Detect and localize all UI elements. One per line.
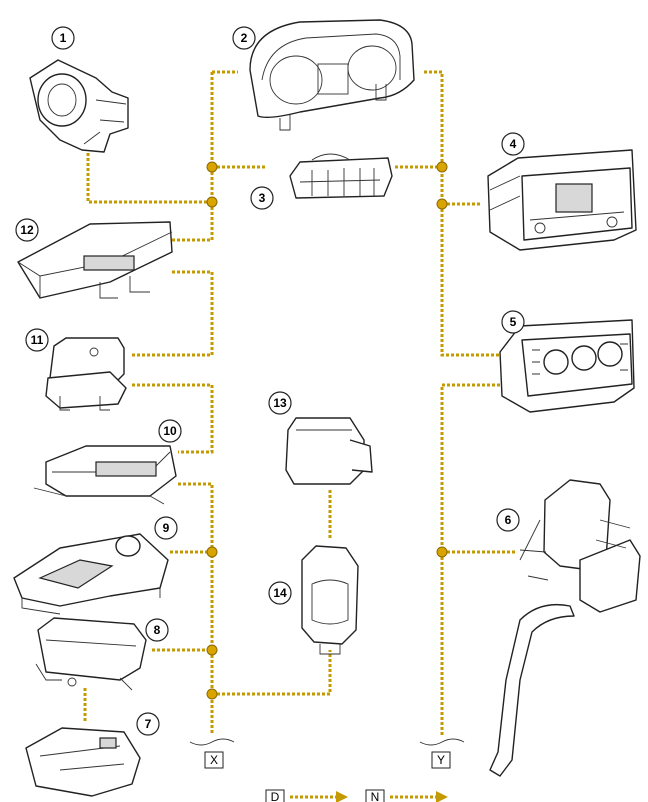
callout-12: 12 [15,218,39,242]
callout-1-label: 1 [60,31,67,45]
component-9-gear-selector [13,533,169,615]
bus-terminal-y: Y [431,751,451,769]
bus-link-12b-11 [132,270,214,357]
junction-dot [206,644,218,656]
junction-dot [436,546,448,558]
component-11-switch-pack [45,337,127,411]
callout-6: 6 [496,508,520,532]
callout-11-label: 11 [31,333,44,347]
bus-right-lower [440,383,500,735]
legend-box-d: D [265,789,285,802]
callout-1: 1 [51,26,75,50]
bus-wiring [83,70,515,735]
callout-5-label: 5 [510,315,517,329]
callout-7-label: 7 [145,717,152,731]
legend-arrow-n-head [436,791,448,802]
callout-11: 11 [25,328,49,352]
component-7-airbag-module [25,727,141,797]
callout-2-label: 2 [241,31,248,45]
callout-13: 13 [268,391,292,415]
break-mark-right [419,738,465,746]
junction-dot [206,546,218,558]
component-8-restraints-module [35,617,147,691]
callout-9-label: 9 [163,521,170,535]
callout-10: 10 [158,419,182,443]
component-12-body-module [17,221,173,299]
component-13-sensor-module [285,417,373,485]
component-6-module-harness [489,479,641,777]
bus-lower-left-trunk [178,482,214,735]
component-2-instrument-cluster [249,19,415,131]
legend-box-n-label: N [371,790,380,802]
break-mark-left [189,738,235,746]
bus-link-11-10 [132,383,214,454]
component-5-climate-panel [499,319,635,413]
bus-terminal-x: X [204,751,224,769]
callout-7: 7 [136,712,160,736]
component-10-control-module [33,445,177,505]
junction-dot [206,688,218,700]
callout-10-label: 10 [163,424,177,438]
bus-right-trunk [424,70,500,357]
callout-2: 2 [232,26,256,50]
legend-box-d-label: D [271,790,280,802]
legend: D N [265,789,448,802]
callout-13-label: 13 [273,396,287,410]
component-4-audio-unit [487,149,637,251]
junction-dot [206,161,218,173]
callout-6-label: 6 [505,513,512,527]
callout-14: 14 [268,581,292,605]
bus-link-14 [212,650,332,696]
callout-3: 3 [250,186,274,210]
junction-dot [206,196,218,208]
callout-4: 4 [501,132,525,156]
callout-8: 8 [145,618,169,642]
bus-junctions [206,161,448,700]
break-marks [189,738,465,746]
legend-box-n: N [365,789,385,802]
callout-3-label: 3 [259,191,266,205]
component-1-rotary-coupler [29,59,129,153]
callout-9: 9 [154,516,178,540]
junction-dot [436,198,448,210]
callout-4-label: 4 [510,137,517,151]
callout-8-label: 8 [154,623,161,637]
bus-link-1 [86,148,212,204]
callout-12-label: 12 [20,223,34,237]
junction-dot [436,161,448,173]
component-14-control-unit [301,545,359,655]
bus-terminal-x-label: X [210,753,218,767]
bus-terminal-y-label: Y [437,753,445,767]
legend-arrow-d-head [336,791,348,802]
callout-14-label: 14 [273,586,287,600]
callout-5: 5 [501,310,525,334]
component-3-connector [289,153,393,199]
